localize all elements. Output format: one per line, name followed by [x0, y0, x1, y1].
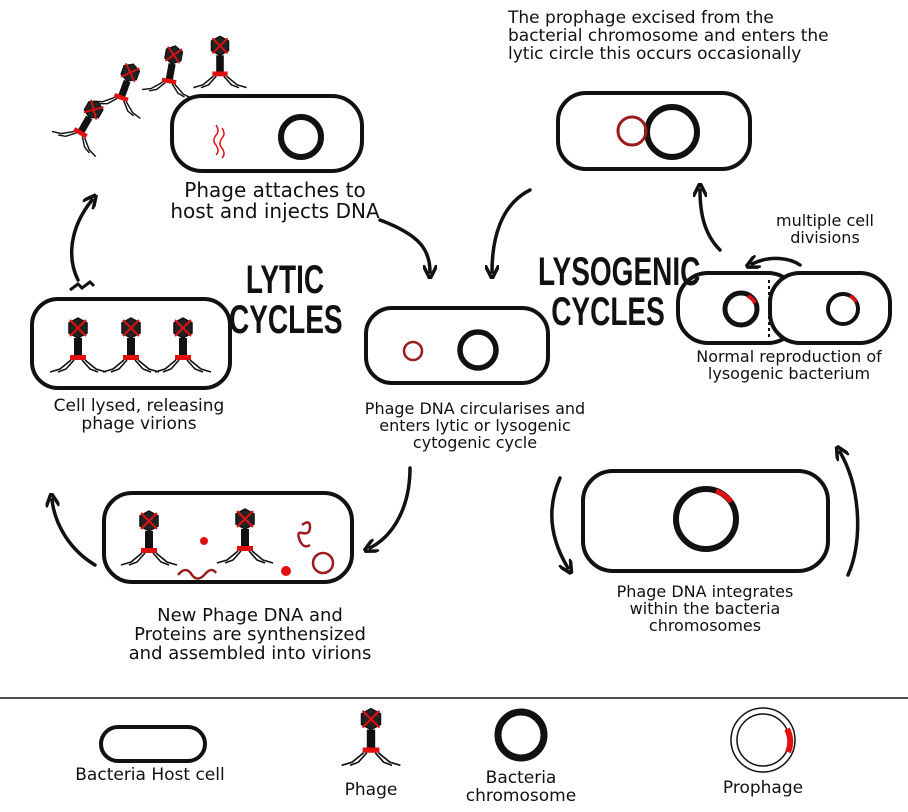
legend-host-cell-label: Bacteria Host cell — [55, 767, 245, 785]
synthesis-label: New Phage DNA and Proteins are synthensi… — [100, 607, 400, 664]
circularise-label: Phage DNA circularises and enters lytic … — [330, 401, 620, 451]
lysed-cell — [32, 282, 230, 388]
lysogenic-cycles-heading: LYSOGENIC CYCLES — [538, 252, 678, 332]
lysed-label: Cell lysed, releasing phage virions — [14, 398, 264, 434]
legend-phage-label: Phage — [311, 782, 431, 800]
cell-divisions-label: multiple cell divisions — [760, 213, 890, 247]
lytic-cycles-heading: LYTIC CYCLES — [229, 260, 341, 340]
attach-cell — [52, 36, 362, 171]
excision-cell — [558, 93, 750, 169]
legend-chromosome-icon — [498, 712, 544, 758]
integration-cell — [583, 471, 828, 571]
circularise-cell — [366, 308, 548, 383]
excised-label: The prophage excised from the bacterial … — [508, 10, 858, 64]
dividing-cells — [678, 273, 890, 343]
normal-reproduction-label: Normal reproduction of lysogenic bacteri… — [670, 349, 908, 383]
attach-label: Phage attaches to host and injects DNA — [150, 180, 400, 222]
synthesis-cell — [104, 493, 352, 582]
legend-chromosome-label: Bacteria chromosome — [461, 770, 581, 806]
legend-prophage-icon — [731, 708, 795, 772]
legend-prophage-label: Prophage — [703, 780, 823, 798]
legend-phage-icon — [342, 709, 401, 766]
legend-host-cell-icon — [101, 727, 205, 761]
integration-label: Phage DNA integrates within the bacteria… — [580, 584, 830, 634]
